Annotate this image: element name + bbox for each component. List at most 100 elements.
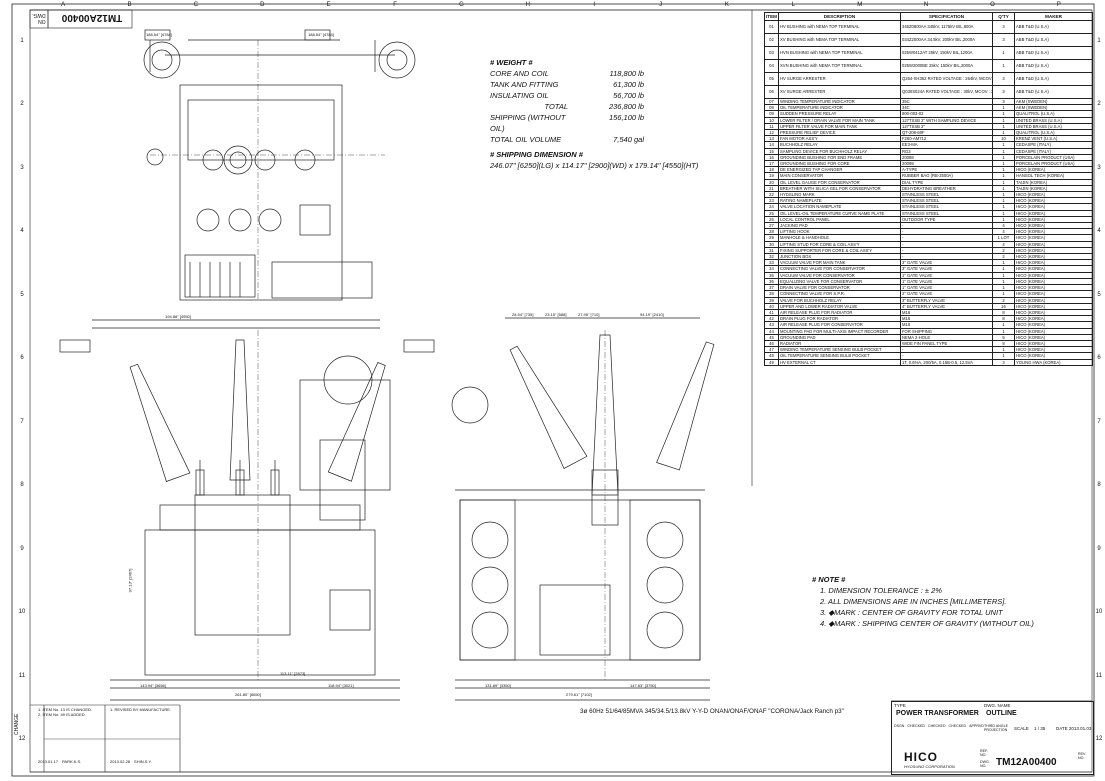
zone-col-P: P (1056, 2, 1061, 8)
revision-by: SHIN.S.Y. (134, 759, 152, 764)
note-item: 2. ALL DIMENSIONS ARE IN INCHES [MILLIME… (820, 597, 1007, 606)
parts-cell-maker: YOUNG HWA (KOREA) (1014, 358, 1093, 366)
tb-sheet: 1 / 35 (1034, 726, 1046, 731)
parts-cell-maker: HICO (KOREA) (1014, 277, 1093, 286)
parts-cell-maker: HICO (KOREA) (1014, 296, 1093, 304)
dim-side-top-4: 94.19" [2410] (640, 312, 664, 317)
zone-col-H: H (525, 2, 530, 8)
parts-header-cell: Q'TY (992, 12, 1015, 21)
parts-cell-item: 03 (764, 46, 779, 60)
parts-cell-item: 06 (764, 85, 779, 99)
parts-cell-item: 02 (764, 33, 779, 47)
weight-row: SHIPPING (WITHOUT OIL)156,100 lb (490, 112, 670, 134)
parts-cell-maker: HICO (KOREA) (1014, 302, 1093, 310)
tb-sign-label: DSGN (894, 724, 905, 728)
dim-side-top-2: 23.15" [588] (545, 312, 567, 317)
parts-cell-desc: OIL LEVEL-OIL TEMPERATURE CURVE NAME PLA… (778, 209, 901, 217)
zone-row-right-6: 6 (1097, 355, 1101, 362)
parts-header-cell: SPECIFICATION (900, 12, 993, 21)
parts-cell-maker: HICO (KOREA) (1014, 290, 1093, 298)
weight-label: TOTAL (544, 102, 568, 111)
zone-row-right-8: 8 (1097, 482, 1101, 489)
zone-row-2: 2 (20, 101, 24, 108)
zone-col-K: K (724, 2, 729, 8)
zone-row-right-5: 5 (1097, 291, 1101, 298)
revision-entry: 1. ITEM No. 13 IS CHANGED.2. ITEM No. 49… (38, 707, 106, 764)
dim-front-top: 194.88" [4950] (165, 314, 191, 319)
tb-sign-label: CHECKED (927, 724, 946, 728)
zone-col-E: E (326, 2, 331, 8)
tb-dwg-name-label: DWG. NAME (984, 703, 1011, 708)
dim-front-base-3: 118.94" [3021] (328, 683, 354, 688)
weight-label: SHIPPING (WITHOUT OIL) (490, 113, 566, 133)
title-block: TYPE POWER TRANSFORMER DWG. NAME OUTLINE… (891, 701, 1094, 775)
note-item: 1. DIMENSION TOLERANCE : ± 2% (820, 586, 942, 595)
zone-row-3: 3 (20, 164, 24, 171)
zone-row-9: 9 (20, 545, 24, 552)
tb-type-value: POWER TRANSFORMER (896, 710, 979, 717)
zone-col-N: N (923, 2, 929, 8)
zone-col-F: F (393, 2, 397, 8)
parts-cell-spec: 1T, 0.6%A, 200/5A, 0.15B-0.5, 12.5VA (900, 358, 993, 366)
notes-list: 1. DIMENSION TOLERANCE : ± 2% 2. ALL DIME… (812, 585, 1034, 629)
tb-sign-label: CHECKED (948, 724, 967, 728)
parts-cell-maker: UNITED BRASS (U.S.A) (1014, 122, 1093, 131)
parts-cell-maker: HICO (KOREA) (1014, 271, 1093, 279)
parts-cell-maker: AKM (SWEDEN) (1014, 97, 1093, 106)
zone-row-right-9: 9 (1097, 545, 1101, 552)
zone-row-right-3: 3 (1097, 164, 1101, 171)
notes-title: # NOTE # (812, 575, 846, 584)
tb-company-sub: HYOSUNG CORPORATION (904, 764, 955, 769)
parts-cell-maker: HICO (KOREA) (1014, 339, 1093, 348)
parts-cell-desc: XV SURGE ARRESTER (778, 85, 901, 99)
shipping-value: 246.07" [6250](LG) x 114.17" [2900](WD) … (490, 161, 699, 170)
parts-cell-maker: PORCELAIN PRODUCT (USA) (1014, 160, 1093, 168)
sheet-border (11, 3, 1095, 777)
revision-date: 2013.01.17 (38, 759, 59, 764)
revision-date: 2013.02.28 (110, 759, 131, 764)
dim-side-top-3: 27.95" [710] (578, 312, 600, 317)
parts-cell-desc: HV BUSHING with NEMA TOP TERMINAL (778, 20, 901, 34)
dim-side-top-1: 28.94" [735] (512, 312, 534, 317)
dim-front-total: 261.80" [6650] (235, 692, 261, 697)
weight-value: 61,300 lb (613, 80, 644, 89)
revision-text: 2. ITEM No. 49 IS ADDED. (38, 712, 86, 717)
parts-cell-item: 04 (764, 59, 779, 73)
parts-cell-qty: 3 (992, 85, 1015, 99)
tb-dwg-name-value: OUTLINE (986, 710, 1017, 717)
parts-cell-maker: KRENZ VENT (U.S.A) (1014, 135, 1093, 143)
side-view (451, 317, 715, 701)
tb-scale-label: SCALE (1014, 726, 1029, 731)
dim-front-base-1: 113.11" [2873] (280, 671, 306, 676)
weight-label: CORE AND COIL (490, 69, 549, 78)
weight-value: 56,700 lb (613, 91, 644, 100)
parts-cell-qty: 1 (992, 59, 1015, 73)
parts-cell-qty: 1 (992, 46, 1015, 60)
parts-cell-desc: HV EXTERNAL CT (778, 358, 901, 366)
